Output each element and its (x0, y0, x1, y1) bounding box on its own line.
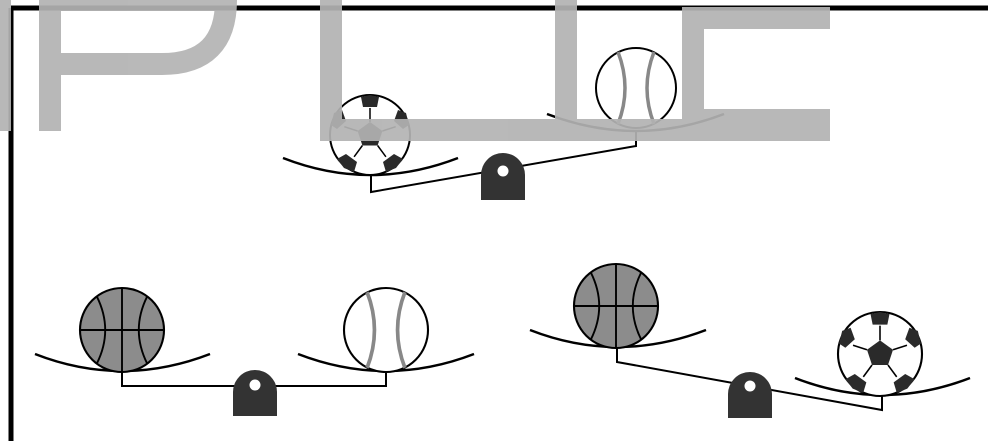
balance-bottom-right-basketball (574, 264, 658, 348)
balance-bottom-right-pivot (745, 381, 756, 392)
balance-bottom-right (530, 264, 970, 418)
balance-bottom-left-fulcrum (233, 370, 277, 416)
balance-bottom-left (35, 288, 474, 416)
balance-top-baseball (596, 48, 676, 128)
balance-bottom-left-basketball (80, 288, 164, 372)
balance-bottom-left-baseball (344, 288, 428, 372)
balance-bottom-left-pivot (250, 380, 261, 391)
balance-top-pivot (498, 166, 509, 177)
watermark-logo (0, 0, 830, 131)
balance-bottom-right-soccer-ball (838, 312, 922, 396)
balance-bottom-right-fulcrum (728, 372, 772, 418)
